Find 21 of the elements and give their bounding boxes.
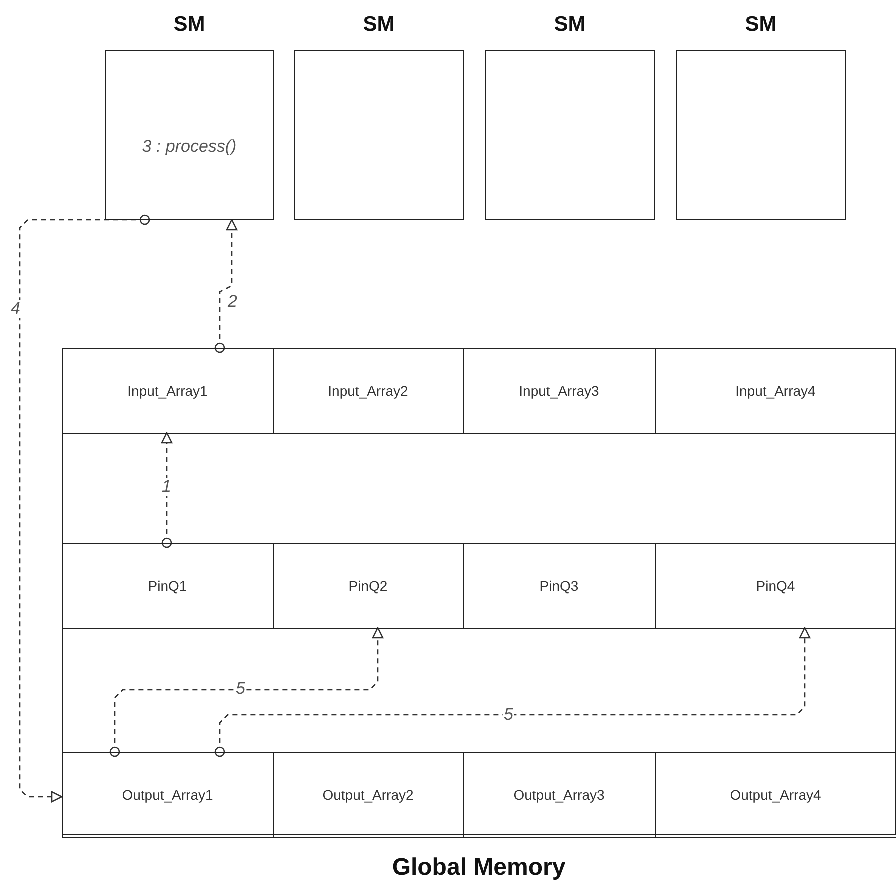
memory-cell: Output_Array4	[654, 752, 896, 838]
arrow	[214, 219, 238, 354]
arrow	[214, 627, 811, 758]
memory-cell: Output_Array2	[272, 752, 464, 838]
processor-title: SM	[553, 13, 587, 37]
memory-cell: PinQ3	[462, 542, 656, 629]
process-step-label: 3 : process()	[141, 137, 238, 157]
arrow	[19, 214, 150, 803]
memory-cell: PinQ4	[654, 542, 896, 629]
memory-cell: Output_Array1	[62, 752, 274, 838]
memory-cell: PinQ1	[62, 542, 274, 629]
edge-label: 4	[10, 300, 22, 318]
processor-title: SM	[744, 13, 778, 37]
arrow	[161, 432, 173, 548]
memory-cell: PinQ2	[272, 542, 464, 629]
memory-title: Global Memory	[391, 854, 567, 882]
memory-cell: Output_Array3	[462, 752, 656, 838]
edge-label: 1	[161, 478, 172, 496]
processor-title: SM	[362, 13, 396, 37]
processor-title: SM	[172, 13, 206, 37]
arrow	[110, 627, 384, 758]
